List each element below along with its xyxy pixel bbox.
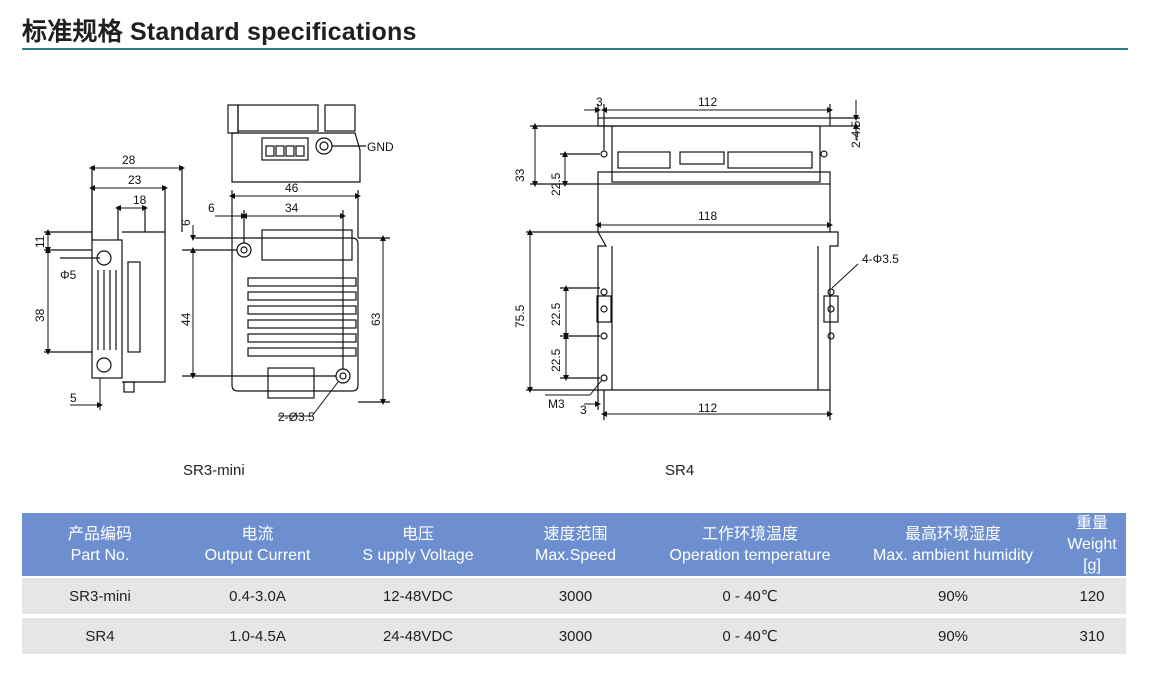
cell-weight: 120 <box>1058 576 1126 614</box>
sr3mini-side-view <box>44 166 183 393</box>
title-divider <box>22 48 1128 50</box>
sr3mini-dim-46: 46 <box>285 181 299 195</box>
sr4-dim-112-bottom: 112 <box>698 401 717 415</box>
sr3mini-top-view <box>227 104 366 183</box>
sr4-dim-22.5-top: 22.5 <box>549 172 563 196</box>
sr4-dim-75.5: 75.5 <box>513 304 527 328</box>
cell-output-current: 1.0-4.5A <box>178 618 337 654</box>
sr4-front-view <box>526 231 839 420</box>
sr3mini-dim-6: 6 <box>208 201 215 215</box>
sr4-dim-118: 118 <box>698 209 717 223</box>
sr4-dim-22.5-low: 22.5 <box>549 348 563 372</box>
sr3mini-caption: SR3-mini <box>183 462 245 479</box>
sr3mini-dim-23: 23 <box>128 173 142 187</box>
sr3mini-dim-34: 34 <box>285 201 299 215</box>
sr3mini-dim-44: 44 <box>179 312 193 326</box>
cell-weight: 310 <box>1058 618 1126 654</box>
sr4-side-dims <box>532 100 859 228</box>
sr4-dim-2-4.5: 2-4.5 <box>849 120 863 148</box>
sr4-dim-3: 3 <box>596 95 603 109</box>
cell-max-humidity: 90% <box>848 618 1058 654</box>
cell-max-speed: 3000 <box>499 618 652 654</box>
sr3mini-dim-63: 63 <box>369 312 383 326</box>
sr4-dim-m3: M3 <box>548 397 565 411</box>
cell-operation-temperature: 0 - 40℃ <box>652 576 848 614</box>
dimension-drawings: GND 28 23 18 11 38 Φ5 5 <box>33 95 899 424</box>
sr4-dim-3-bottom: 3 <box>580 403 587 417</box>
sr4-dim-holes: 4-Φ3.5 <box>862 252 899 266</box>
sr3mini-dim-11: 11 <box>33 235 47 248</box>
sr3mini-side-dims <box>45 165 185 410</box>
cell-supply-voltage: 12-48VDC <box>337 576 499 614</box>
sr4-front-dims <box>527 229 859 417</box>
cell-max-humidity: 90% <box>848 576 1058 614</box>
sr3mini-dim-38: 38 <box>33 308 47 322</box>
sr3mini-front-dims <box>190 193 386 417</box>
header-weight: 重量 Weight[g] <box>1058 513 1126 576</box>
page-title: 标准规格 Standard specifications <box>22 18 417 46</box>
cell-max-speed: 3000 <box>499 576 652 614</box>
row-gap <box>22 614 1126 618</box>
sr3mini-dim-holes: 2-Ø3.5 <box>278 410 315 424</box>
sr4-side-view <box>530 104 860 232</box>
sr4-caption: SR4 <box>665 462 695 479</box>
sr3mini-dim-5: 5 <box>70 391 77 405</box>
table-row: SR3-mini 0.4-3.0A 12-48VDC 3000 0 - 40℃ … <box>22 576 1126 614</box>
sr4-dim-22.5-mid: 22.5 <box>549 302 563 326</box>
sr4-dim-112: 112 <box>698 95 717 109</box>
sr3mini-dim-18: 18 <box>133 193 147 207</box>
sr4-dim-33: 33 <box>513 168 527 182</box>
cell-part-no: SR4 <box>22 618 178 654</box>
sr3mini-front-view <box>182 190 390 403</box>
sr3mini-dim-phi5: Φ5 <box>60 268 77 282</box>
cell-part-no: SR3-mini <box>22 576 178 614</box>
cell-supply-voltage: 24-48VDC <box>337 618 499 654</box>
sr3mini-dim-6-vertical: 6 <box>179 219 193 226</box>
cell-operation-temperature: 0 - 40℃ <box>652 618 848 654</box>
cell-output-current: 0.4-3.0A <box>178 576 337 614</box>
table-row: SR4 1.0-4.5A 24-48VDC 3000 0 - 40℃ 90% 3… <box>22 618 1126 654</box>
sr3mini-gnd-label: GND <box>367 140 394 154</box>
sr3mini-dim-28: 28 <box>122 153 136 167</box>
